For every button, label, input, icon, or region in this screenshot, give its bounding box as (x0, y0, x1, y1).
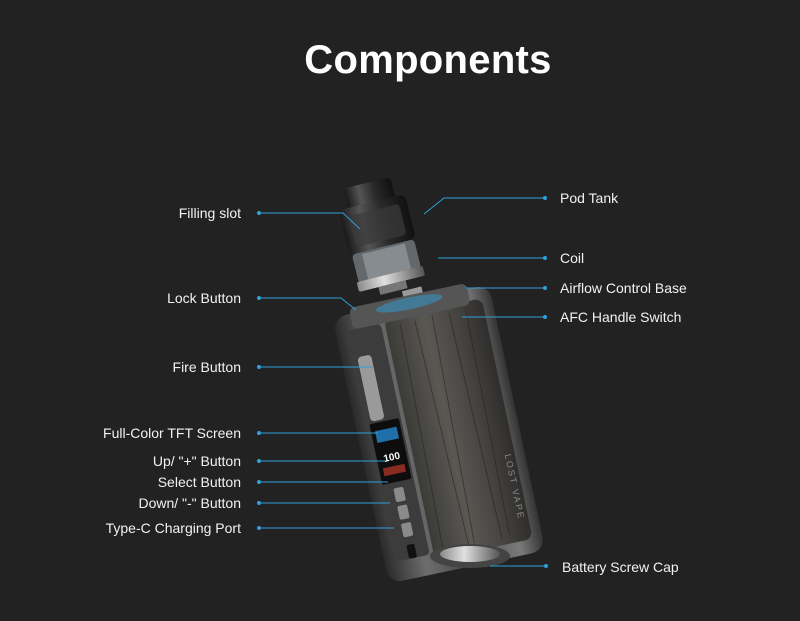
battery-cap (430, 544, 510, 568)
down-button-shape (401, 522, 414, 538)
label-afc-handle-switch: AFC Handle Switch (560, 309, 682, 325)
label-coil: Coil (560, 250, 585, 266)
up-button-shape (393, 486, 406, 503)
label-down-button: Down/ "-" Button (138, 495, 241, 511)
screen-reading: 100 (383, 451, 402, 465)
label-tft-screen: Full-Color TFT Screen (103, 425, 241, 441)
label-type-c-port: Type-C Charging Port (105, 520, 241, 536)
label-up-button: Up/ "+" Button (152, 453, 241, 469)
type-c-port-shape (406, 543, 417, 559)
label-battery-screw-cap: Battery Screw Cap (562, 559, 679, 575)
mod-body: 100 LOST VAPE (335, 284, 543, 582)
leader-lines-left (259, 212, 394, 529)
leader-dots-left (257, 211, 261, 530)
page-title: Components (304, 38, 552, 82)
label-lock-button: Lock Button (167, 290, 241, 306)
label-pod-tank: Pod Tank (560, 190, 619, 206)
leader-dots-right (543, 196, 548, 568)
label-fire-button: Fire Button (172, 359, 241, 375)
pod-tank (340, 177, 425, 295)
label-select-button: Select Button (157, 474, 241, 490)
select-button-shape (397, 504, 410, 520)
fire-button-shape (357, 355, 384, 422)
wood-panel (385, 299, 532, 559)
label-airflow-control-base: Airflow Control Base (560, 280, 687, 296)
label-filling-slot: Filling slot (178, 205, 241, 221)
leader-lines-right (423, 197, 546, 567)
